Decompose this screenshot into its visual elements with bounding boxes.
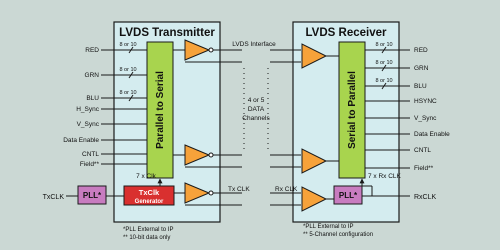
rx-output-field: Field**	[414, 165, 434, 172]
lvds-interface-label: LVDS Interface	[232, 41, 276, 48]
rx-clock-input-label: Rx CLK	[275, 186, 298, 193]
rx-output-lines	[365, 46, 410, 169]
tx-input-field: Field**	[80, 161, 100, 168]
parallel-to-serial-block	[146, 41, 174, 179]
rx-output-red: RED	[414, 47, 428, 54]
tx-clock-output-label: Tx CLK	[228, 186, 250, 193]
tx-input-data-enable: Data Enable	[63, 137, 99, 144]
serial-to-parallel-label: Serial to Parallel	[347, 71, 358, 149]
tx-bus-width-red: 8 or 10	[119, 42, 136, 48]
tx-bus-width-grn: 8 or 10	[119, 67, 136, 73]
rx-pll-label: PLL*	[339, 191, 358, 200]
rx-bus-width-red: 8 or 10	[375, 42, 392, 48]
tx-pll-label: PLL*	[83, 191, 102, 200]
rx-pll-block	[333, 185, 363, 205]
tx-clock-input-label: TxCLK	[43, 194, 65, 201]
channels-label-line2: DATA	[248, 106, 265, 113]
rx-input-buffers	[301, 43, 339, 212]
tx-input-lines	[101, 46, 147, 165]
rx-output-cntl: CNTL	[414, 147, 431, 154]
tx-input-red: RED	[85, 47, 99, 54]
tx-input-grn: GRN	[85, 72, 100, 79]
channels-label-line3: Channels	[242, 115, 270, 122]
tx-footnote-10bit: ** 10-bit data only	[123, 235, 170, 241]
txclk-generator-sublabel: Generator	[135, 199, 164, 205]
tx-bus-width-blu: 8 or 10	[119, 90, 136, 96]
receiver-title: LVDS Receiver	[306, 27, 387, 39]
rx-output-blu: BLU	[414, 83, 427, 90]
rx-footnote-5ch: ** 5-Channel configuration	[303, 232, 373, 238]
tx-buffer-bottom	[184, 144, 211, 166]
tx-footnote-pll: *PLL External to IP	[123, 227, 173, 233]
tx-pll-block	[77, 185, 107, 205]
rx-buffer-top	[301, 43, 328, 69]
rx-clock-lines	[326, 185, 410, 200]
tx-input-cntl: CNTL	[82, 151, 99, 158]
tx-clock-multiplier: 7 x Clk	[136, 173, 157, 180]
tx-output-lines	[197, 49, 242, 168]
tx-clock-lines	[66, 192, 242, 206]
parallel-to-serial-label: Parallel to Serial	[155, 71, 166, 149]
channels-label-line1: 4 or 5	[248, 97, 265, 104]
channel-dots	[243, 68, 269, 150]
rx-buffer-bottom	[301, 148, 328, 174]
tx-buffer-top	[184, 39, 211, 61]
txclk-generator-label: TxClk	[139, 188, 160, 197]
rx-bus-width-grn: 8 or 10	[375, 60, 392, 66]
serial-to-parallel-block	[338, 41, 366, 179]
rx-output-data-enable: Data Enable	[414, 131, 450, 138]
rx-output-hsync: HSYNC	[414, 98, 437, 105]
rx-output-grn: GRN	[414, 65, 429, 72]
rx-buffer-clock	[301, 186, 328, 212]
transmitter-title: LVDS Transmitter	[119, 27, 215, 39]
rx-clock-output-label: RxCLK	[414, 194, 437, 201]
rx-clock-multiplier: 7 x Rx CLK	[368, 173, 402, 180]
rx-footnote-pll: *PLL External to IP	[303, 224, 353, 230]
tx-input-hsync: H_Sync	[76, 106, 100, 113]
rx-input-lines	[270, 49, 301, 206]
rx-output-vsync: V_Sync	[414, 115, 437, 122]
rx-bus-width-blu: 8 or 10	[375, 78, 392, 84]
tx-input-vsync: V_Sync	[77, 121, 100, 128]
tx-input-blu: BLU	[86, 95, 99, 102]
